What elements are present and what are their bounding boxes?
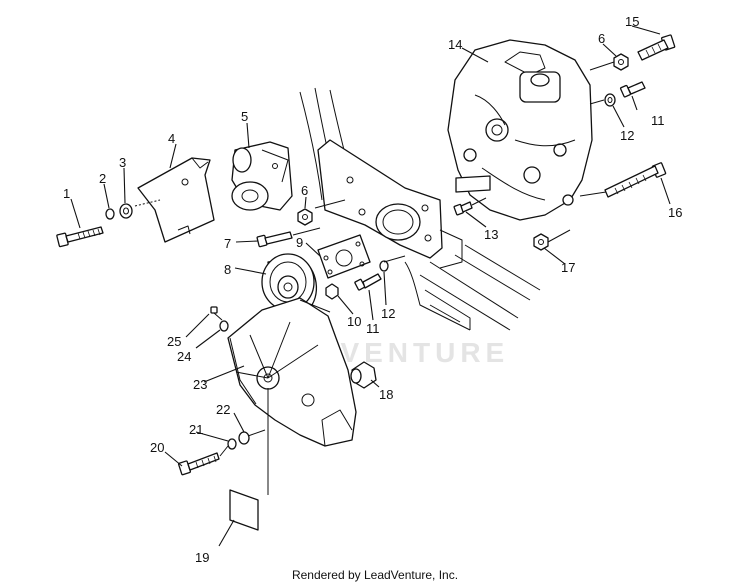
callout-25: 25	[167, 334, 181, 349]
spacer-sleeve	[350, 361, 377, 389]
callout-6-left: 6	[301, 183, 308, 198]
bolt-13	[453, 201, 473, 216]
nut-6-right	[613, 53, 629, 71]
mounting-bracket	[317, 139, 463, 269]
callout-17: 17	[561, 260, 575, 275]
callout-8: 8	[224, 262, 231, 277]
callout-16: 16	[668, 205, 682, 220]
callout-11-upper: 11	[651, 113, 665, 128]
gearbox	[447, 39, 593, 221]
callout-14: 14	[448, 37, 462, 52]
washer-24	[219, 320, 229, 332]
footer-credit: Rendered by LeadVenture, Inc.	[291, 568, 459, 582]
drive-pulley	[261, 253, 318, 311]
callout-18: 18	[379, 387, 393, 402]
bolt-16	[604, 162, 667, 198]
callout-7: 7	[224, 236, 231, 251]
callout-15: 15	[625, 14, 639, 29]
callout-19: 19	[195, 550, 209, 565]
washer-3	[119, 203, 133, 219]
callout-21: 21	[189, 422, 203, 437]
bolt-15	[637, 34, 676, 61]
washer-12-lower	[379, 260, 389, 272]
bearing-flange	[317, 234, 371, 279]
callout-12-lower: 12	[381, 306, 395, 321]
nut-6-left	[297, 208, 313, 226]
frame-rails	[299, 87, 541, 331]
callout-2: 2	[99, 171, 106, 186]
bolt-11-upper	[619, 81, 646, 98]
bolt-20	[177, 452, 220, 476]
callout-11-lower: 11	[366, 321, 380, 336]
nut-17	[533, 233, 549, 251]
washer-12-upper	[604, 93, 616, 107]
callout-22: 22	[216, 402, 230, 417]
bolt-25	[210, 306, 218, 314]
belt-cover	[227, 297, 357, 447]
bolt-11-lower	[354, 273, 382, 291]
leader-lines	[70, 25, 671, 547]
nut-10	[325, 283, 339, 300]
assembly-lines	[134, 61, 615, 495]
decal-label	[229, 489, 259, 531]
callout-labels: 1 2 3 4 5 6 7 8 9 10 11 12 13 14 15 6 11…	[63, 14, 682, 565]
callout-6-right: 6	[598, 31, 605, 46]
callout-20: 20	[150, 440, 164, 455]
callout-4: 4	[168, 131, 175, 146]
callout-23: 23	[193, 377, 207, 392]
callout-24: 24	[177, 349, 191, 364]
idler-bracket	[231, 141, 293, 211]
bolt-7	[256, 231, 293, 248]
washer-21	[227, 438, 237, 450]
guard-plate	[137, 157, 215, 243]
callout-13: 13	[484, 227, 498, 242]
callout-12-upper: 12	[620, 128, 634, 143]
bolt-1	[56, 226, 104, 248]
callout-1: 1	[63, 186, 70, 201]
washer-22	[238, 431, 250, 445]
callout-10: 10	[347, 314, 361, 329]
washer-2	[105, 208, 115, 220]
callout-5: 5	[241, 109, 248, 124]
callout-3: 3	[119, 155, 126, 170]
callout-9: 9	[296, 235, 303, 250]
